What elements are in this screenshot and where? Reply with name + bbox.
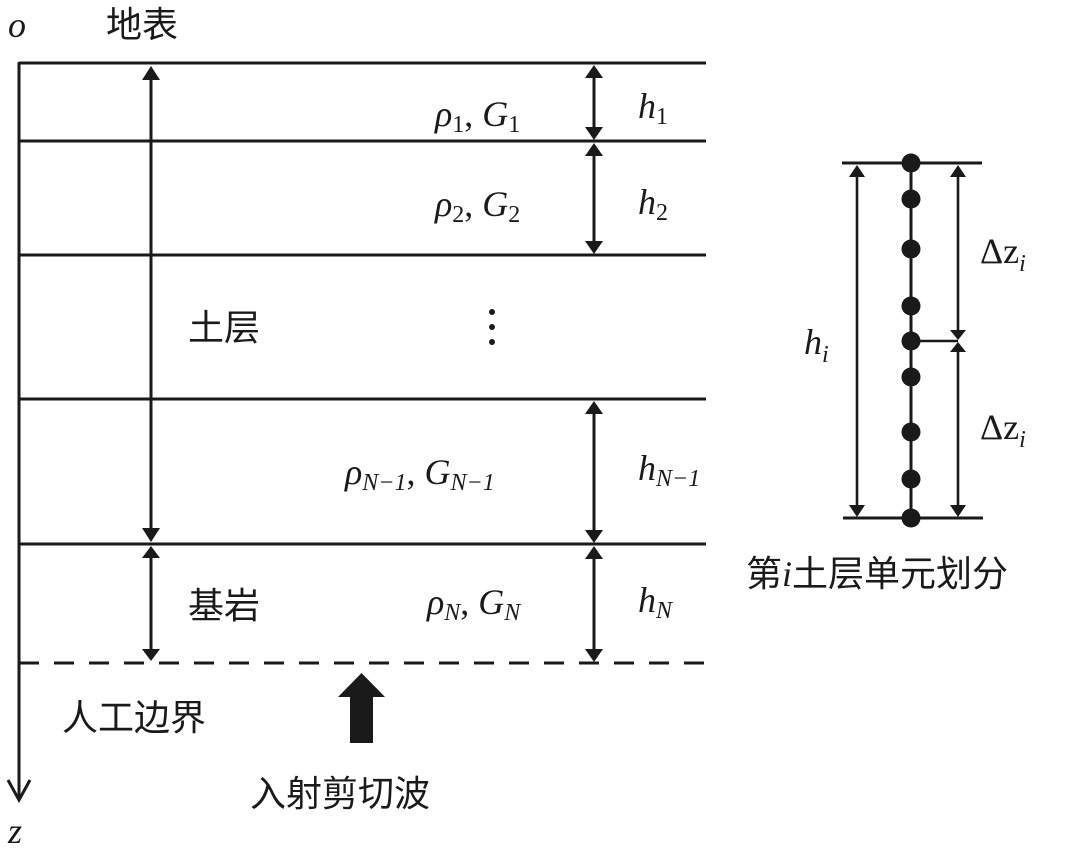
element-node bbox=[901, 189, 921, 209]
hN-1-arrow bbox=[585, 401, 603, 543]
layer-N-1-params: ρN−1, GN−1 bbox=[344, 452, 495, 496]
incident-wave-arrow-icon bbox=[338, 673, 385, 743]
h1-arrow bbox=[585, 65, 603, 140]
h1-label: h1 bbox=[638, 86, 668, 130]
h2-label: h2 bbox=[638, 182, 668, 226]
hN-arrow bbox=[585, 546, 603, 662]
element-node bbox=[901, 331, 921, 351]
element-node bbox=[901, 239, 921, 259]
h2-arrow bbox=[585, 143, 603, 254]
element-node bbox=[901, 422, 921, 442]
incident-shear-wave-label: 入射剪切波 bbox=[250, 774, 430, 815]
element-node bbox=[901, 469, 921, 489]
dz-label-lower: Δzi bbox=[980, 407, 1026, 453]
arrowhead-down bbox=[142, 528, 160, 542]
layer-1-params: ρ1, G1 bbox=[434, 94, 520, 138]
element-node bbox=[901, 508, 921, 528]
element-node bbox=[901, 296, 921, 316]
arrowhead-up bbox=[142, 546, 160, 558]
soil-layer-label: 土层 bbox=[188, 308, 260, 349]
hN-label: hN bbox=[638, 580, 674, 624]
ellipsis-dots bbox=[489, 309, 495, 345]
ground-surface-label: 地表 bbox=[106, 5, 178, 46]
arrowhead-down bbox=[142, 649, 160, 661]
artificial-boundary-label: 人工边界 bbox=[62, 698, 206, 739]
layer-N-params: ρN, GN bbox=[426, 582, 522, 626]
z-axis-arrowhead bbox=[6, 779, 32, 804]
dz-label-upper: Δzi bbox=[980, 231, 1026, 277]
element-nodes bbox=[901, 153, 921, 528]
element-division-diagram bbox=[842, 153, 983, 528]
layer-2-params: ρ2, G2 bbox=[434, 184, 520, 228]
element-division-caption: 第i土层单元划分 bbox=[746, 554, 1008, 595]
bedrock-label: 基岩 bbox=[188, 586, 260, 627]
hN-1-label: hN−1 bbox=[638, 448, 700, 492]
element-node bbox=[901, 367, 921, 387]
element-node bbox=[901, 153, 921, 173]
z-axis-label: z bbox=[7, 811, 22, 851]
origin-label: o bbox=[8, 5, 26, 45]
arrowhead-up bbox=[142, 66, 160, 80]
hi-label: hi bbox=[804, 322, 829, 368]
